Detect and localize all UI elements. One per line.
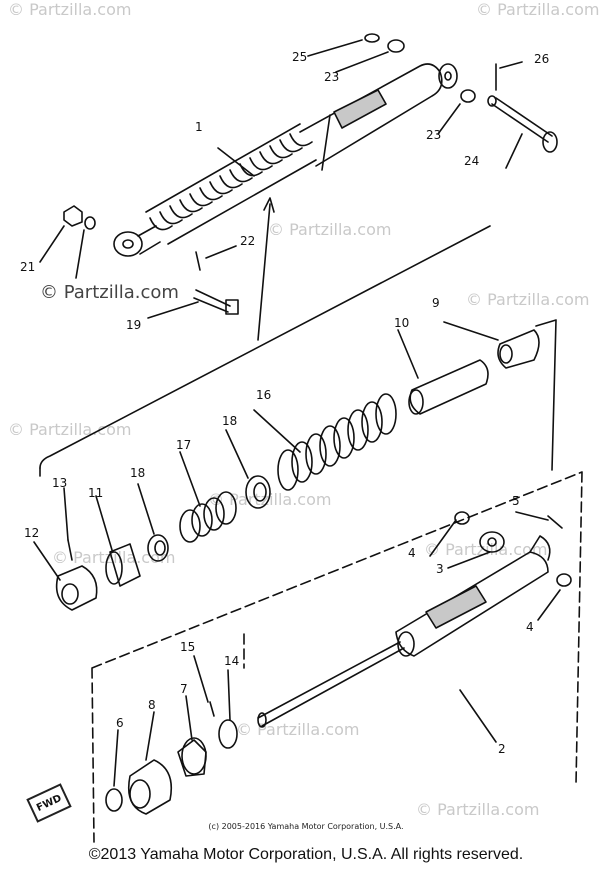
part-number-label: 11 xyxy=(88,486,104,500)
part-number-label: 1 xyxy=(195,120,203,134)
part-number-label: 4 xyxy=(408,546,416,560)
part-number-label: 9 xyxy=(432,296,440,310)
page-copyright: ©2013 Yamaha Motor Corporation, U.S.A. A… xyxy=(88,846,524,863)
watermark: © Partzilla.com xyxy=(208,490,332,509)
part-number-label: 8 xyxy=(148,698,156,712)
part-number-label: 26 xyxy=(534,52,550,66)
tube-10 xyxy=(408,359,489,415)
part-number-label: 12 xyxy=(24,526,40,540)
exploded-group-outline xyxy=(39,225,491,469)
washer-20 xyxy=(84,216,96,230)
part-number-label: 3 xyxy=(436,562,444,576)
diagram-copyright: (c) 2005-2016 Yamaha Motor Corporation, … xyxy=(208,822,404,831)
part-number-label: 15 xyxy=(180,640,196,654)
part-number-label: 5 xyxy=(512,494,520,508)
pin-5 xyxy=(547,515,563,529)
washer-25 xyxy=(364,33,380,43)
eye-3 xyxy=(479,531,505,553)
part-number-label: 25 xyxy=(292,50,308,64)
bushing-23-top xyxy=(387,39,405,53)
part-number-label: 18 xyxy=(130,466,146,480)
watermark: © Partzilla.com xyxy=(236,720,360,739)
watermark-prominent: © Partzilla.com xyxy=(40,282,179,303)
collar-4-bottom xyxy=(556,573,572,587)
spring-17 xyxy=(179,491,237,543)
watermark: © Partzilla.com xyxy=(52,548,176,567)
part-number-label: 2 xyxy=(498,742,506,756)
part-number-label: 21 xyxy=(20,260,36,274)
washer-6 xyxy=(105,788,123,812)
damper-2 xyxy=(257,535,551,728)
damper-group-outline xyxy=(91,471,583,843)
part-number-label: 13 xyxy=(52,476,68,490)
cotter-pin-22 xyxy=(195,251,201,271)
nut-21 xyxy=(63,205,83,227)
spring-seat-18-upper xyxy=(245,475,271,509)
watermark: © Partzilla.com xyxy=(466,290,590,309)
part-number-label: 10 xyxy=(394,316,410,330)
watermark: © Partzilla.com xyxy=(268,220,392,239)
screw-15 xyxy=(209,701,215,717)
watermark: © Partzilla.com xyxy=(8,0,132,19)
watermark: © Partzilla.com xyxy=(424,540,548,559)
part-number-label: 19 xyxy=(126,318,142,332)
lower-eye-12 xyxy=(55,539,98,611)
spring-seat-18-lower xyxy=(147,534,169,562)
part-number-label: 23 xyxy=(426,128,442,142)
spring-16 xyxy=(277,393,397,491)
part-number-label: 24 xyxy=(464,154,480,168)
bushing-23-lower xyxy=(460,89,476,103)
part-number-label: 7 xyxy=(180,682,188,696)
assembled-shock-absorber xyxy=(113,63,458,257)
part-number-label: 6 xyxy=(116,716,124,730)
watermark: © Partzilla.com xyxy=(476,0,600,19)
valve-7 xyxy=(177,737,207,777)
bolt-24 xyxy=(487,95,558,153)
part-number-label: 22 xyxy=(240,234,256,248)
bolt-19 xyxy=(193,289,239,315)
adjuster-11 xyxy=(105,543,141,587)
part-number-label: 18 xyxy=(222,414,238,428)
watermark: © Partzilla.com xyxy=(8,420,132,439)
part-number-label: 23 xyxy=(324,70,340,84)
collar-4-top xyxy=(454,511,470,525)
cap-9 xyxy=(497,329,540,369)
watermark: © Partzilla.com xyxy=(416,800,540,819)
part-number-label: 16 xyxy=(256,388,272,402)
cap-8 xyxy=(127,759,173,815)
o-ring-14 xyxy=(218,719,238,749)
part-number-label: 17 xyxy=(176,438,192,452)
part-number-label: 14 xyxy=(224,654,240,668)
part-number-label: 4 xyxy=(526,620,534,634)
